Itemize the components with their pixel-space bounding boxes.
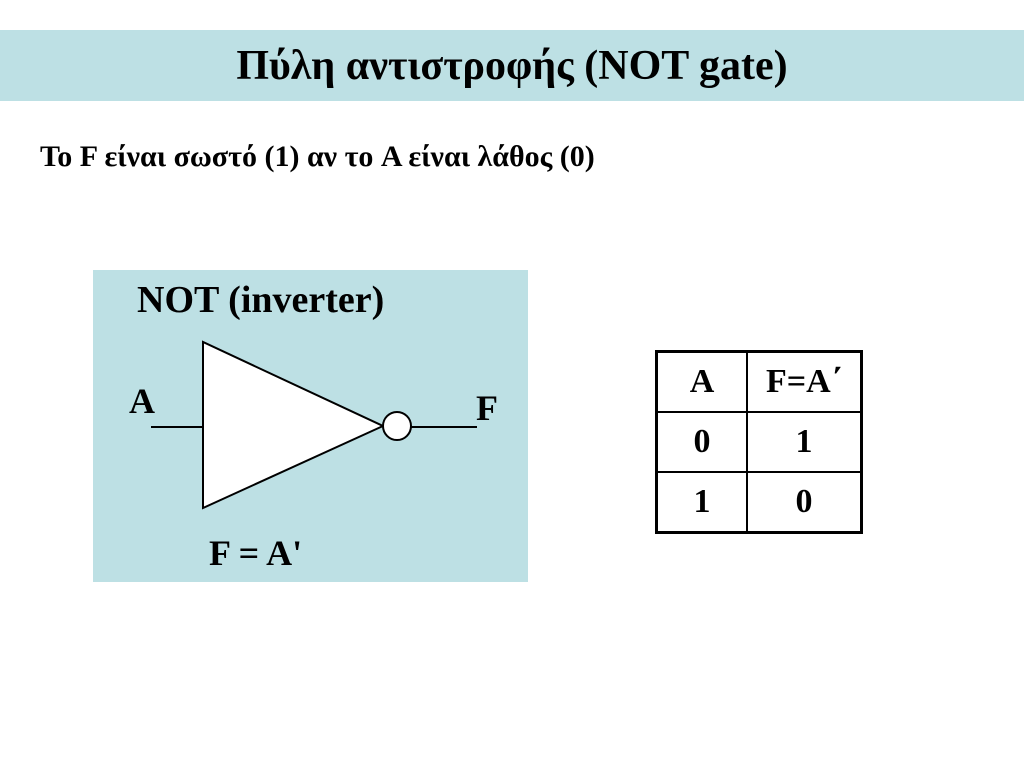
title-bar: Πύλη αντιστροφής (NOT gate) <box>0 30 1024 101</box>
gate-name-label: NOT (inverter) <box>137 279 385 321</box>
truth-table-header-row: A F=A΄ <box>655 350 863 413</box>
header-output: F=A΄ <box>746 350 863 413</box>
cell-input: 1 <box>655 471 748 534</box>
gate-triangle <box>202 340 386 510</box>
table-row: 1 0 <box>655 471 863 534</box>
not-gate-diagram: NOT (inverter) A F F = A' <box>93 270 528 582</box>
output-label: F <box>476 388 498 428</box>
cell-input: 0 <box>655 411 748 473</box>
slide-subtitle: Το F είναι σωστό (1) αν το A είναι λάθος… <box>40 140 595 173</box>
not-gate-svg <box>151 340 477 510</box>
gate-formula: F = A' <box>209 533 303 573</box>
truth-table: A F=A΄ 0 1 1 0 <box>655 350 863 534</box>
inversion-bubble <box>382 411 412 441</box>
header-input: A <box>655 350 748 413</box>
cell-output: 1 <box>746 411 863 473</box>
input-label: A <box>129 381 155 421</box>
cell-output: 0 <box>746 471 863 534</box>
table-row: 0 1 <box>655 411 863 473</box>
slide-title: Πύλη αντιστροφής (NOT gate) <box>236 42 788 89</box>
